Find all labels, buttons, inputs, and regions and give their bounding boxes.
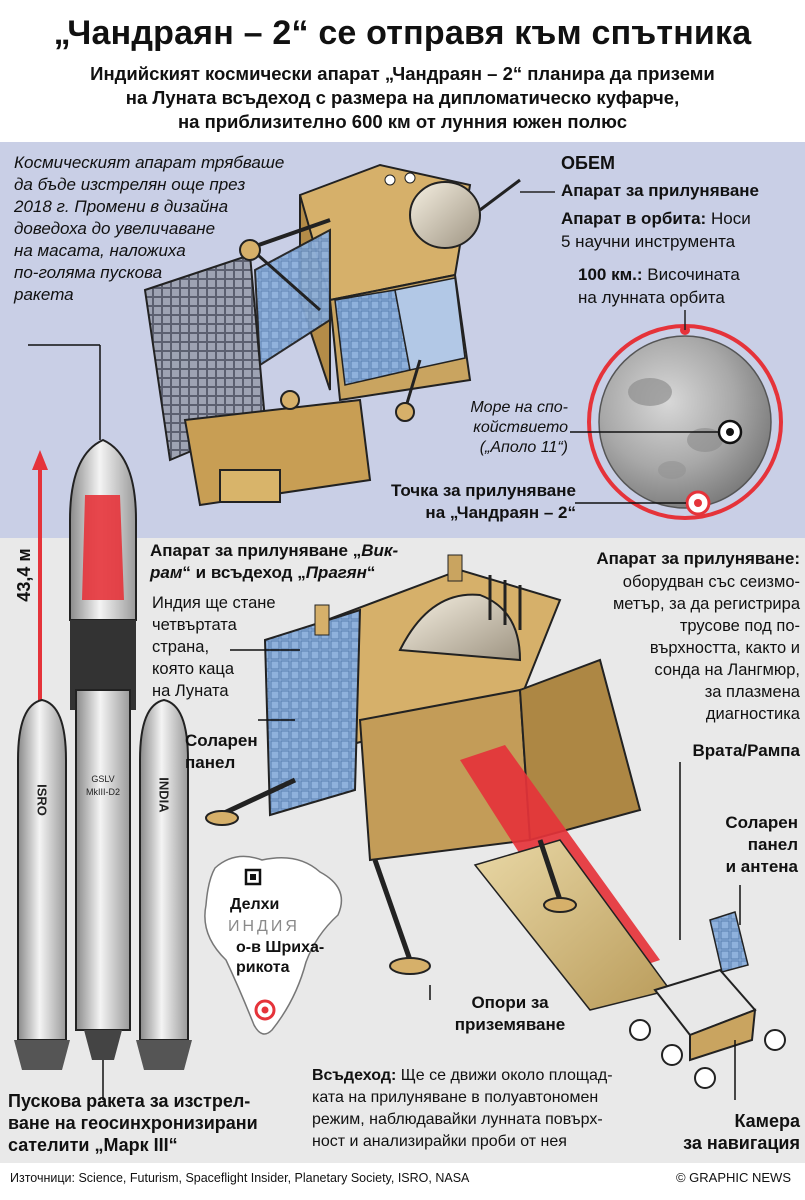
intro-note: Космическият апарат трябваше да бъде изс…: [14, 152, 354, 306]
rover-line: режим, наблюдавайки лунната повърх-: [312, 1111, 603, 1128]
orbit-height-value: 100 км.:: [578, 265, 643, 284]
rover-line: ката на прилуняване в полуавтономен: [312, 1089, 599, 1106]
vikram-title: Апарат за прилуняване „Вик- рам“ и всъде…: [150, 540, 450, 584]
pragyan-name: Прагян: [305, 563, 367, 582]
lander-info-line: за плазмена: [704, 683, 800, 701]
lander-info-line: оборудван със сеизмо-: [622, 573, 800, 591]
solar-antenna-line: и антена: [725, 857, 798, 876]
orbiter-label: Апарат в орбита: Носи: [561, 208, 801, 230]
subtitle-line: на приблизително 600 км от лунния южен п…: [177, 111, 628, 132]
vikram-title-part: “: [366, 563, 376, 582]
lander-illustration: [205, 554, 672, 1011]
rover-illustration: [629, 911, 786, 1100]
vikram-name-end: рам: [150, 563, 183, 582]
ramp-label: Врата/Рампа: [692, 741, 801, 760]
vikram-desc-line: четвъртата: [152, 616, 237, 634]
sea-label-line: койствието: [473, 419, 568, 436]
map-site-line: о-в Шриха-: [236, 939, 325, 956]
solar-panel-label: Соларен панел: [185, 730, 258, 774]
vikram-desc-line: Индия ще стане: [152, 594, 276, 612]
vikram-description: Индия ще стане четвъртата страна, която …: [152, 592, 302, 702]
lander-info-line: трусове под по-: [679, 617, 800, 635]
camera-label: Камера за навигация: [650, 1110, 800, 1154]
map-country-label: ИНДИЯ: [228, 918, 300, 935]
solar-panel-line: панел: [185, 753, 236, 772]
sea-label-line: („Аполо 11“): [479, 439, 568, 456]
rover-description: Всъдеход: Ще се движи около площад- ката…: [312, 1065, 647, 1153]
solar-antenna-line: Соларен: [725, 813, 798, 832]
orbiter-label-heading: Апарат в орбита:: [561, 209, 707, 228]
vikram-desc-line: страна,: [152, 638, 210, 656]
rover-line: Ще се движи около площад-: [400, 1067, 613, 1084]
vikram-title-part: Апарат за прилуняване „: [150, 541, 362, 560]
rocket-caption-line: сателити „Марк III“: [8, 1135, 178, 1155]
orbit-height-label: 100 км.: Височината: [578, 264, 803, 286]
solar-panel-line: Соларен: [185, 731, 258, 750]
lander-info-line: диагностика: [705, 705, 800, 723]
page-subtitle: Индийският космически апарат „Чандраян –…: [30, 62, 775, 134]
landing-point-label: Точка за прилуняване на „Чандраян – 2“: [340, 480, 576, 524]
vikram-name: Вик-: [361, 541, 399, 560]
lander-label: Апарат за прилуняване: [561, 181, 760, 200]
vikram-desc-line: която каца: [152, 660, 235, 678]
lander-info-line: сонда на Лангмюр,: [654, 661, 800, 679]
intro-note-line: 2018 г. Промени в дизайна: [14, 197, 229, 216]
volume-heading: ОБЕМ: [561, 153, 615, 173]
landing-legs-line: Опори за: [471, 993, 549, 1012]
sea-label-line: Море на спо-: [470, 399, 568, 416]
rocket-body-label-2: MkIII-D2: [86, 787, 120, 797]
lander-info-heading: Апарат за прилуняване:: [596, 549, 800, 568]
rocket-height-value: 43,4 м: [14, 548, 34, 601]
india-map-illustration: [204, 855, 343, 1035]
orbiter-label-text: Носи: [710, 209, 751, 228]
orbiter-label-text-2: 5 научни инструмента: [561, 232, 736, 251]
landing-point-line: на „Чандраян – 2“: [425, 503, 576, 522]
intro-note-line: Космическият апарат трябваше: [14, 153, 285, 172]
camera-line: Камера: [734, 1111, 800, 1131]
subtitle-line: на Луната всъдеход с размера на дипломат…: [125, 87, 680, 108]
rocket-caption-line: Пускова ракета за изстрел-: [8, 1091, 251, 1111]
landing-legs-label: Опори за приземяване: [430, 992, 590, 1036]
footer: Източници: Science, Futurism, Spacefligh…: [10, 1163, 795, 1193]
rocket-illustration: ISRO INDIA GSLV MkIII-D2 43,4 м: [14, 438, 192, 1100]
orbiter-illustration: [143, 163, 555, 507]
solar-antenna-label: Соларен панел и антена: [670, 812, 798, 878]
rocket-caption-line: ване на геосинхронизирани: [8, 1113, 258, 1133]
lander-info-text: оборудван със сеизмо- метър, за да регис…: [548, 571, 800, 725]
intro-note-line: по-голяма пускова: [14, 263, 163, 282]
map-site-line: рикота: [236, 959, 290, 976]
intro-note-line: доведоха до увеличаване: [14, 219, 216, 238]
vikram-desc-line: на Луната: [152, 682, 229, 700]
rocket-caption: Пускова ракета за изстрел- ване на геоси…: [8, 1090, 308, 1156]
sea-label: Море на спо- койствието („Аполо 11“): [440, 398, 568, 458]
intro-note-line: ракета: [14, 285, 74, 304]
camera-line: за навигация: [683, 1133, 800, 1153]
rocket-body-label-1: GSLV: [91, 774, 114, 784]
lander-info-line: върхността, както и: [649, 639, 800, 657]
rover-heading: Всъдеход:: [312, 1067, 397, 1084]
map-site-label: о-в Шриха- рикота: [236, 938, 324, 978]
solar-antenna-line: панел: [747, 835, 798, 854]
landing-legs-line: приземяване: [454, 1015, 566, 1034]
rover-line: ност и анализирайки проби от нея: [312, 1133, 567, 1150]
vikram-title-part: “ и всъдеход „: [182, 563, 306, 582]
subtitle-line: Индийският космически апарат „Чандраян –…: [90, 63, 715, 84]
intro-note-line: на масата, наложиха: [14, 241, 186, 260]
moon-illustration: [570, 310, 783, 520]
credit-text: © GRAPHIC NEWS: [675, 1170, 791, 1185]
map-capital-label: Делхи: [230, 896, 280, 913]
sources-text: Източници: Science, Futurism, Spacefligh…: [10, 1171, 470, 1185]
page-title: „Чандраян – 2“ се отправя към спътника: [53, 14, 752, 52]
booster-isro-label: ISRO: [35, 784, 50, 816]
orbit-height-text: Височината: [647, 265, 740, 284]
lander-info-line: метър, за да регистрира: [612, 595, 800, 613]
booster-india-label: INDIA: [157, 777, 172, 813]
intro-note-line: да бъде изстрелян още през: [14, 175, 246, 194]
orbit-height-text-2: на лунната орбита: [578, 288, 725, 307]
landing-point-line: Точка за прилуняване: [391, 481, 576, 500]
